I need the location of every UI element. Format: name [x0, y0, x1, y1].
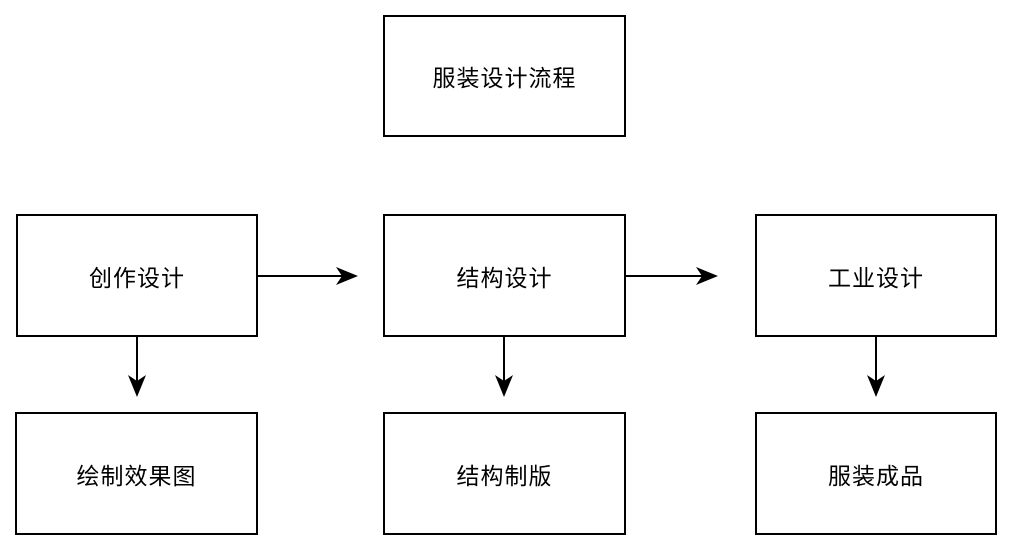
- arrowhead-down-icon: [495, 375, 513, 397]
- node-label: 服装设计流程: [432, 65, 577, 91]
- node-label: 结构设计: [456, 264, 553, 291]
- node-label: 绘制效果图: [76, 462, 197, 489]
- node-label: 工业设计: [828, 264, 924, 291]
- node-process-title: 服装设计流程: [383, 15, 626, 137]
- node-label: 结构制版: [456, 462, 553, 489]
- node-pattern-making: 结构制版: [383, 412, 626, 535]
- arrow-structural-to-industrial: [626, 267, 718, 285]
- node-industrial-design: 工业设计: [755, 214, 997, 337]
- node-effect-drawing: 绘制效果图: [15, 412, 258, 535]
- arrow-structural-to-pattern-making: [495, 337, 513, 397]
- arrowhead-down-icon: [128, 375, 146, 397]
- node-label: 服装成品: [828, 462, 924, 489]
- node-creative-design: 创作设计: [16, 214, 258, 337]
- node-label: 创作设计: [89, 264, 185, 291]
- node-finished-garment: 服装成品: [755, 412, 997, 535]
- arrow-industrial-to-finished-garment: [867, 337, 885, 397]
- arrowhead-right-icon: [336, 267, 358, 285]
- arrowhead-right-icon: [696, 267, 718, 285]
- arrow-creative-to-effect-drawing: [128, 337, 146, 397]
- arrowhead-down-icon: [867, 375, 885, 397]
- arrow-creative-to-structural: [258, 267, 358, 285]
- node-structural-design: 结构设计: [383, 214, 626, 337]
